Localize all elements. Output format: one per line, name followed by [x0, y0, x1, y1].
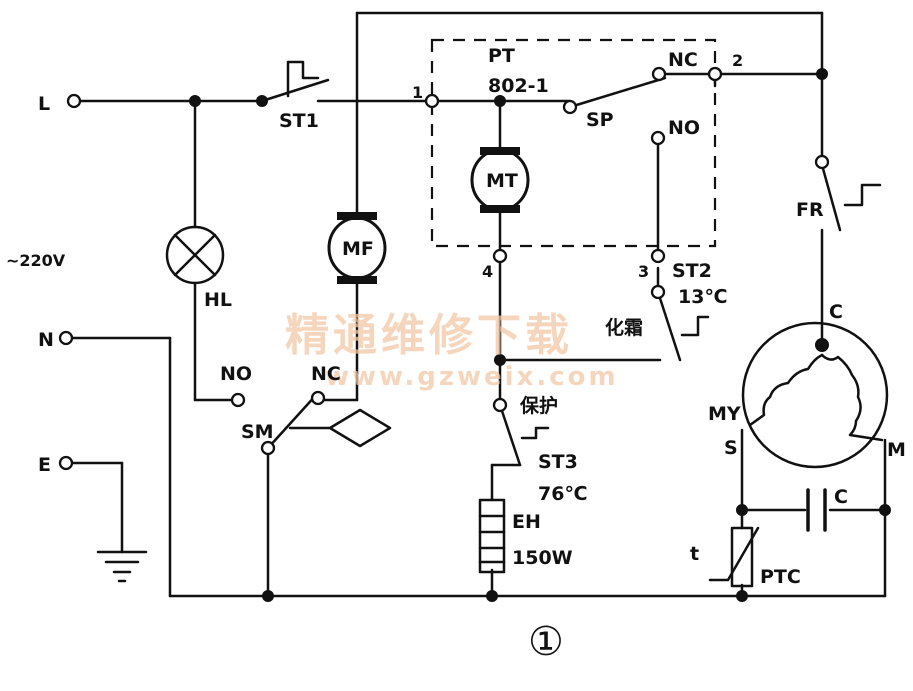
label-NC-sm: NC	[311, 363, 341, 385]
label-defrost: 化霜	[605, 316, 643, 339]
mt-label: MT	[486, 170, 518, 192]
label-S: S	[724, 437, 738, 459]
label-FR: FR	[796, 199, 824, 221]
compressor-motor	[741, 321, 889, 469]
label-SP: SP	[586, 109, 614, 131]
label-EH-power: 150W	[512, 547, 573, 569]
label-C-top: C	[829, 301, 843, 323]
watermark-url: www.gzweix.com	[325, 362, 619, 392]
label-ST3-temp: 76℃	[538, 483, 587, 505]
label-pin1: 1	[412, 83, 423, 102]
pt-internal-wire	[430, 72, 824, 256]
label-E: E	[38, 454, 51, 476]
label-ST2: ST2	[672, 260, 712, 282]
mf-label: MF	[342, 238, 374, 260]
label-ST2-temp: 13℃	[678, 286, 727, 308]
compressor-wire	[740, 73, 887, 598]
label-pin2: 2	[732, 51, 743, 70]
st2-path-wire	[498, 140, 710, 362]
label-voltage: ~220V	[6, 251, 66, 270]
pt-timer-box	[430, 38, 717, 248]
label-EH: EH	[512, 511, 541, 533]
label-PTC: PTC	[760, 566, 801, 588]
label-pin3: 3	[638, 262, 649, 281]
label-protect: 保护	[519, 394, 558, 417]
label-NO-top: NO	[668, 117, 700, 139]
label-SM: SM	[241, 421, 274, 443]
hl-branch-wire	[193, 99, 234, 402]
label-M: M	[887, 439, 906, 461]
label-HL: HL	[204, 289, 232, 311]
label-NO-sm: NO	[220, 363, 252, 385]
ptc-thermistor	[708, 526, 760, 588]
label-L: L	[38, 93, 50, 115]
eh-heater	[478, 498, 506, 574]
run-capacitor	[806, 488, 827, 532]
watermark-title: 精通维修下载	[285, 310, 573, 361]
label-C-cap: C	[834, 486, 848, 508]
sm-switch	[266, 392, 392, 598]
label-t: t	[690, 543, 699, 565]
label-PT: PT	[488, 45, 515, 67]
n-line-wire	[70, 336, 887, 598]
mt-timer-motor: MT	[470, 147, 530, 213]
label-MY: MY	[708, 403, 741, 425]
junction-dots	[189, 68, 891, 602]
terminals	[58, 66, 830, 471]
label-ST3: ST3	[538, 451, 578, 473]
mf-fan-motor: MF	[327, 212, 387, 284]
st1-switch	[260, 60, 427, 103]
label-ST1: ST1	[279, 110, 319, 132]
label-NC-top: NC	[668, 49, 698, 71]
figure-number: ①	[528, 619, 564, 665]
ground-symbol	[70, 461, 148, 583]
hl-lamp	[165, 225, 225, 285]
label-PT-model: 802-1	[488, 75, 549, 97]
label-pin4: 4	[482, 262, 493, 281]
label-N: N	[38, 329, 54, 351]
